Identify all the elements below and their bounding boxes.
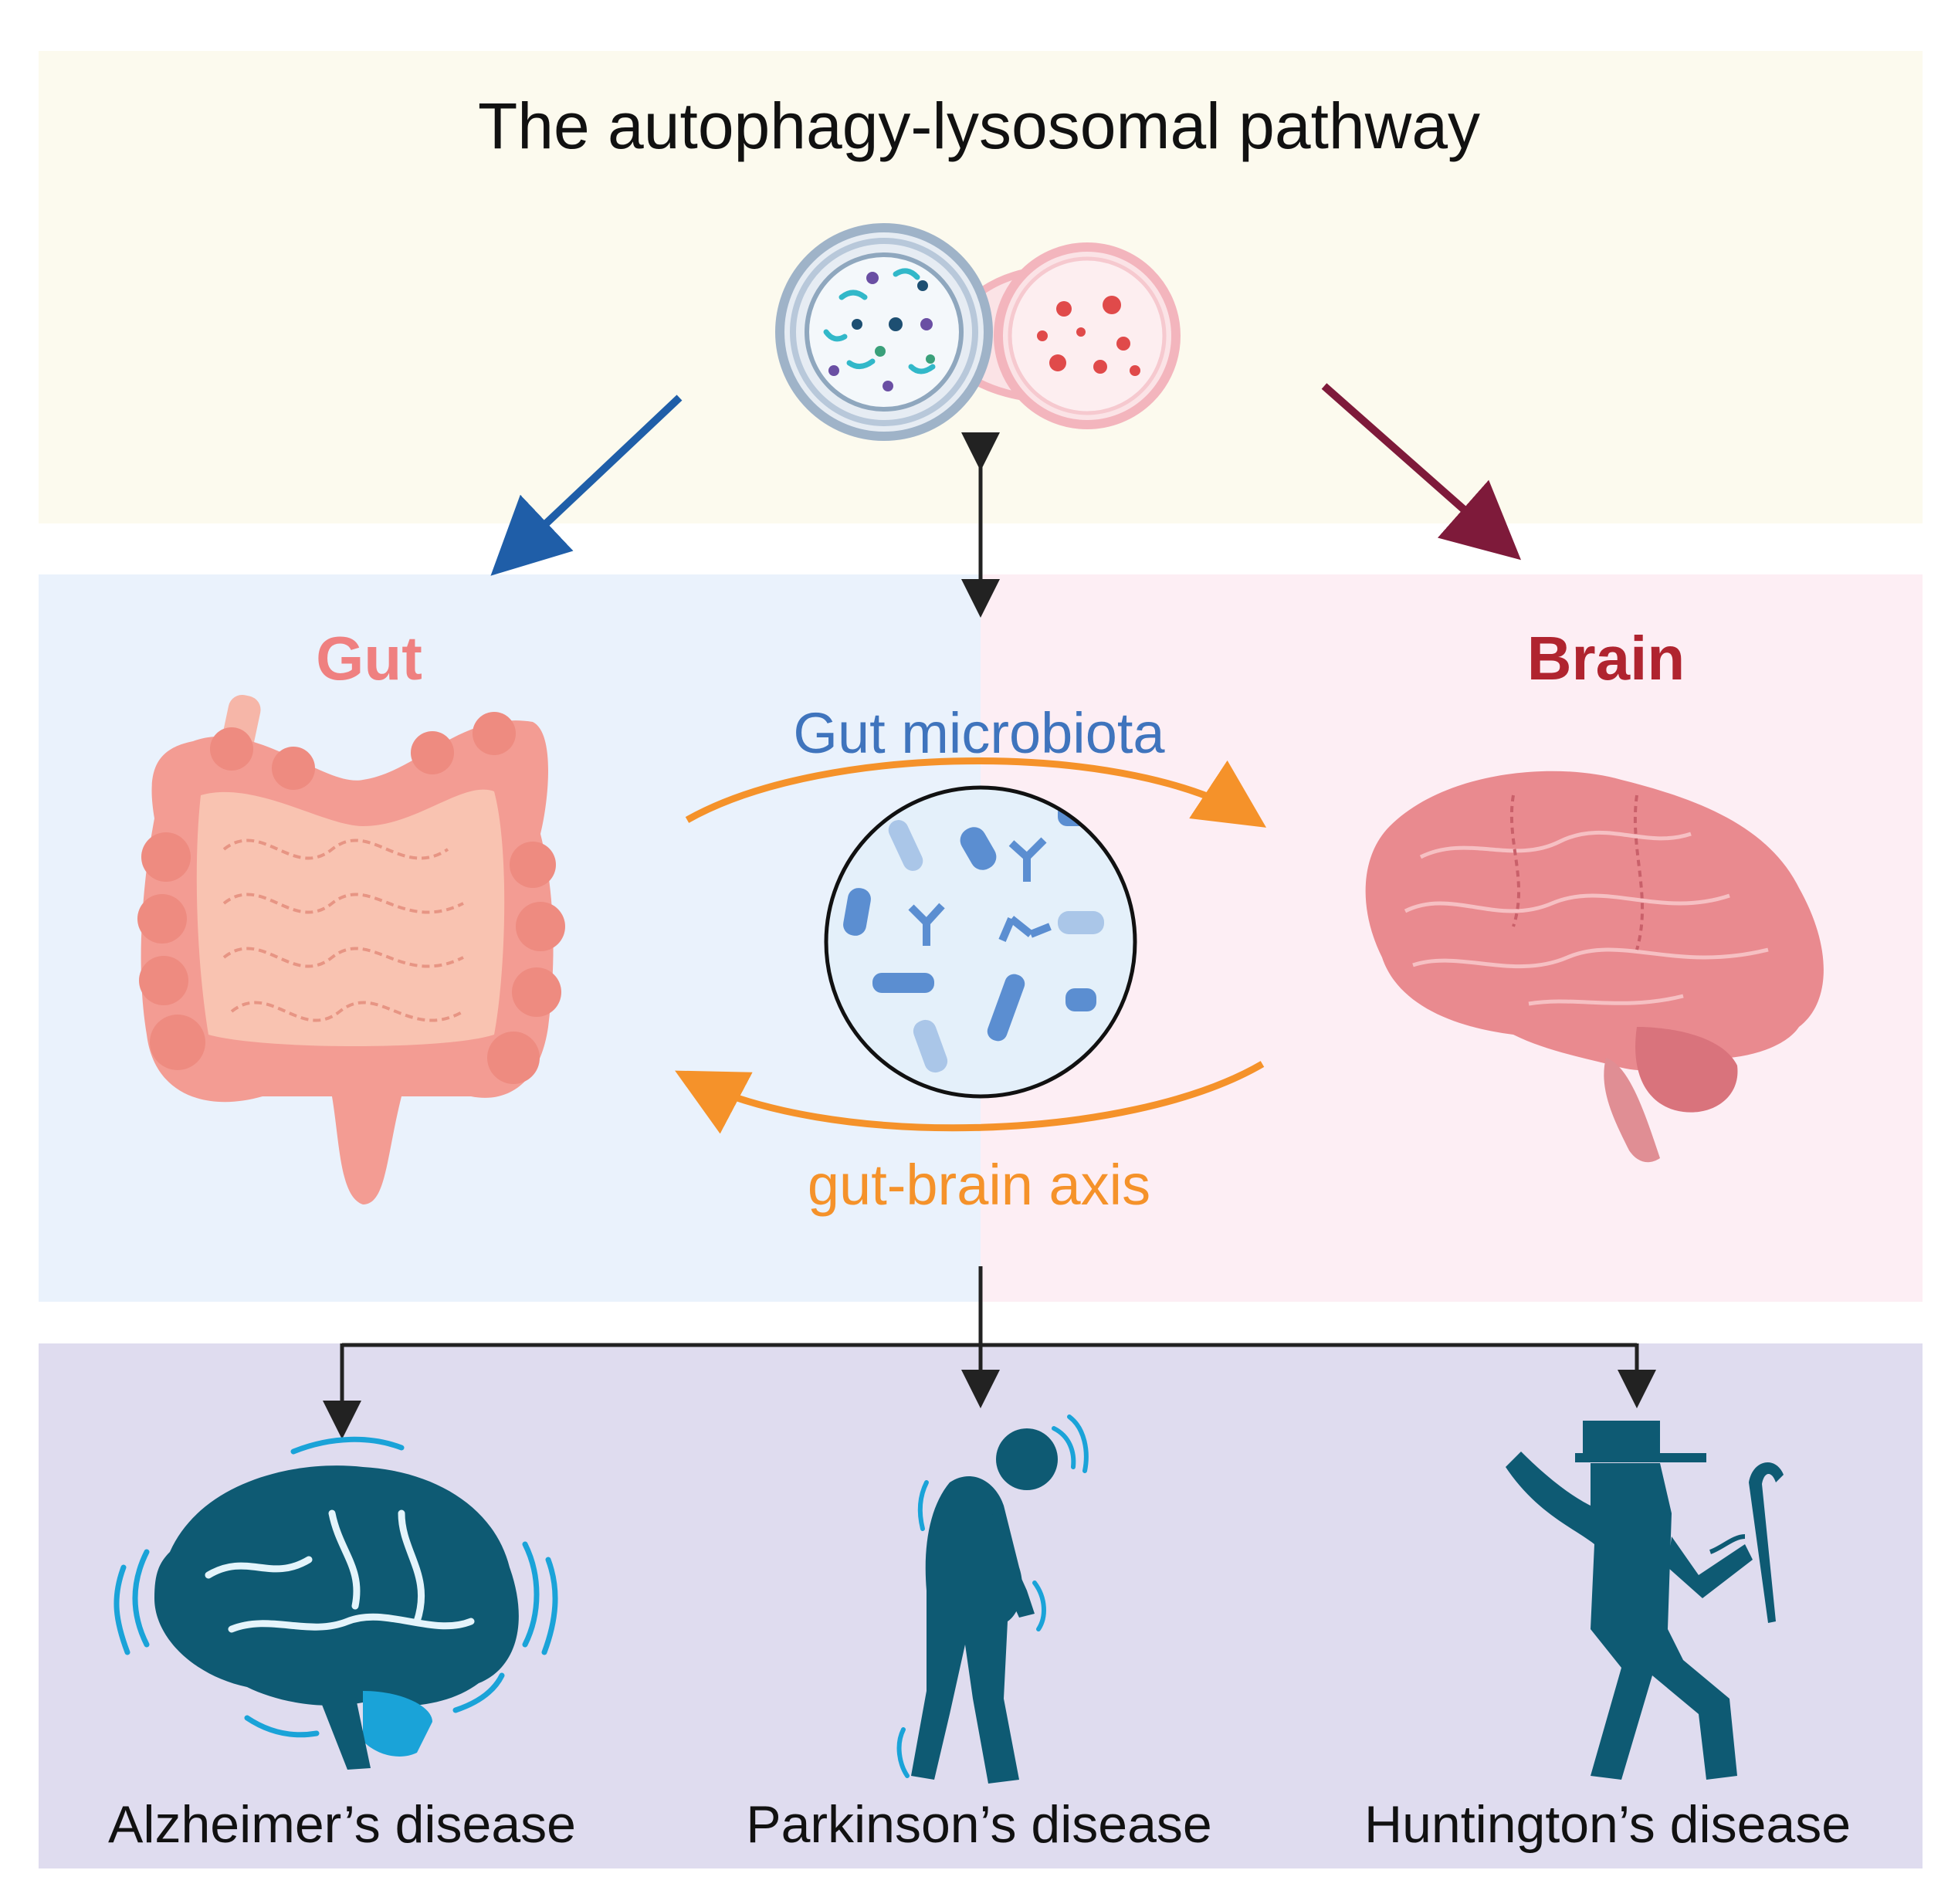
pathway-to-gut-arrow [490, 395, 683, 576]
pathway-to-brain-arrow [1321, 383, 1521, 561]
disease-label-huntingtons: Huntington’s disease [1364, 1795, 1851, 1854]
microbiota-icon [824, 785, 1137, 1099]
gut-brain-axis-label: gut-brain axis [808, 1153, 1150, 1217]
brain-to-gut-arrow [675, 1061, 1265, 1134]
huntingtons-icon [1506, 1421, 1784, 1780]
gut-microbiota-label: Gut microbiota [793, 701, 1165, 765]
parkinsons-icon [896, 1414, 1089, 1784]
alzheimers-icon [113, 1436, 558, 1770]
autolysosome-icon [775, 223, 1181, 441]
disease-connector [323, 1266, 1656, 1439]
gut-to-brain-arrow [685, 757, 1267, 828]
page-title: The autophagy-lysosomal pathway [478, 90, 1480, 162]
intestine-icon [137, 694, 565, 1204]
disease-label-parkinsons: Parkinson’s disease [746, 1795, 1212, 1854]
gut-label: Gut [316, 624, 422, 693]
brain-icon [1365, 771, 1824, 1163]
disease-label-alzheimers: Alzheimer’s disease [108, 1795, 576, 1854]
brain-label: Brain [1527, 624, 1685, 693]
